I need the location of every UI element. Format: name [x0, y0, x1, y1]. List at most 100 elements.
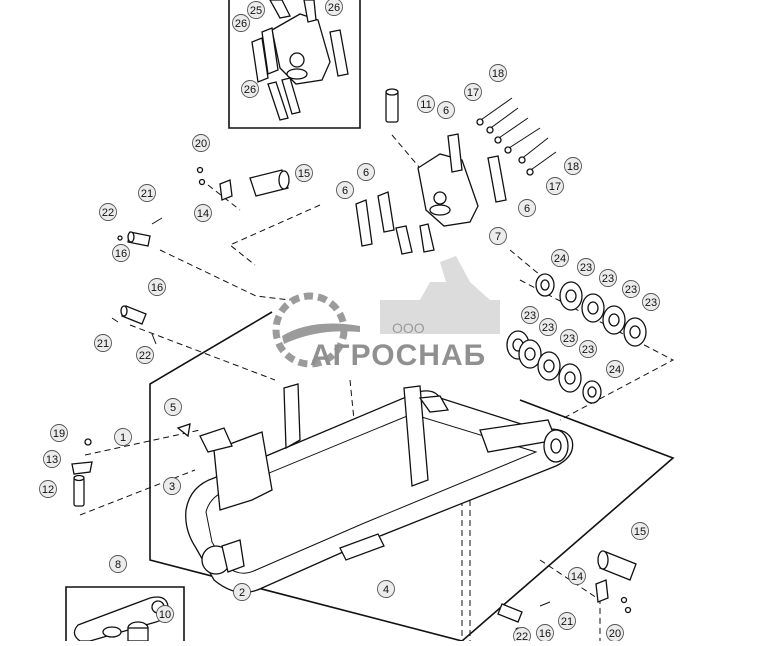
callout-20: 20: [606, 624, 624, 642]
callout-26: 26: [232, 14, 250, 32]
pin-11: [385, 88, 399, 123]
watermark-line1: ООО: [392, 320, 425, 336]
callout-label: 21: [97, 338, 109, 350]
callout-label: 26: [235, 18, 247, 30]
callout-label: 16: [539, 628, 551, 640]
callout-16: 16: [148, 278, 166, 296]
pin-16-lower: [111, 305, 157, 345]
callout-16: 16: [536, 624, 554, 642]
callout-label: 22: [139, 350, 151, 362]
pin-16-upper: [117, 217, 163, 247]
bracket-7: [355, 133, 507, 255]
callout-7: 7: [489, 227, 507, 245]
callout-5: 5: [164, 398, 182, 416]
callout-label: 23: [563, 333, 575, 345]
callout-label: 21: [561, 616, 573, 628]
callout-label: 15: [634, 526, 646, 538]
callout-label: 11: [420, 99, 431, 111]
callout-label: 12: [42, 484, 54, 496]
callout-23: 23: [521, 306, 539, 324]
callout-label: 23: [625, 284, 637, 296]
callout-17: 17: [546, 177, 564, 195]
callout-23: 23: [622, 280, 640, 298]
callout-label: 6: [342, 185, 348, 197]
callout-19: 19: [50, 424, 68, 442]
callout-21: 21: [558, 612, 576, 630]
callout-4: 4: [377, 580, 395, 598]
callout-label: 26: [328, 2, 340, 14]
watermark-logo: ООО АГРОСНАБ: [272, 256, 500, 372]
callout-label: 16: [115, 248, 127, 260]
callout-label: 23: [524, 310, 536, 322]
callout-label: 17: [467, 87, 479, 99]
callout-label: 6: [524, 203, 530, 215]
pin-15-upper: [196, 166, 290, 201]
watermark-line2: АГРОСНАБ: [310, 339, 486, 372]
callout-22: 22: [513, 627, 531, 645]
callout-6: 6: [336, 181, 354, 199]
callout-10: 10: [156, 605, 174, 623]
callout-label: 4: [383, 584, 389, 596]
callout-15: 15: [295, 164, 313, 182]
callout-label: 23: [645, 297, 657, 309]
callout-26: 26: [325, 0, 343, 16]
callout-label: 18: [567, 161, 579, 173]
main-assembly-frame: [149, 311, 463, 642]
callout-26: 26: [241, 80, 259, 98]
callout-23: 23: [642, 293, 660, 311]
callout-label: 20: [195, 138, 207, 150]
callout-label: 23: [602, 273, 614, 285]
callout-25: 25: [247, 1, 265, 19]
callout-label: 6: [443, 105, 449, 117]
bolts-18: [476, 97, 557, 176]
callout-13: 13: [43, 450, 61, 468]
callout-11: 11: [417, 95, 435, 113]
callout-label: 23: [580, 262, 592, 274]
callout-3: 3: [163, 477, 181, 495]
callout-22: 22: [136, 346, 154, 364]
callout-label: 20: [609, 628, 621, 640]
drawbar-frame-1: [176, 383, 574, 594]
callout-23: 23: [599, 269, 617, 287]
callout-16: 16: [112, 244, 130, 262]
callout-23: 23: [539, 318, 557, 336]
callout-label: 22: [102, 207, 114, 219]
callout-1: 1: [114, 428, 132, 446]
callout-6: 6: [518, 199, 536, 217]
callout-label: 14: [571, 571, 583, 583]
pin-12: [71, 438, 93, 507]
callout-2: 2: [233, 583, 251, 601]
callout-22: 22: [99, 203, 117, 221]
callout-23: 23: [560, 329, 578, 347]
callout-label: 26: [244, 84, 256, 96]
callout-21: 21: [94, 334, 112, 352]
callout-18: 18: [489, 64, 507, 82]
callout-label: 23: [582, 344, 594, 356]
callout-18: 18: [564, 157, 582, 175]
callout-label: 1: [120, 432, 126, 444]
callout-20: 20: [192, 134, 210, 152]
callout-label: 23: [542, 322, 554, 334]
callout-label: 18: [492, 68, 504, 80]
callout-label: 24: [609, 364, 621, 376]
callout-21: 21: [138, 184, 156, 202]
callout-8: 8: [109, 555, 127, 573]
callout-23: 23: [579, 340, 597, 358]
callout-label: 17: [549, 181, 561, 193]
callout-label: 8: [115, 559, 121, 571]
callout-label: 7: [495, 231, 501, 243]
callout-label: 21: [141, 188, 153, 200]
callout-label: 24: [554, 253, 566, 265]
callout-label: 6: [363, 167, 369, 179]
callout-label: 13: [46, 454, 58, 466]
callout-label: 25: [250, 5, 262, 17]
callout-24: 24: [551, 249, 569, 267]
callout-label: 19: [53, 428, 65, 440]
callout-label: 16: [151, 282, 163, 294]
pin-15-lower: [497, 550, 637, 633]
shims-23-24: [506, 273, 647, 404]
callout-label: 10: [159, 609, 171, 621]
callout-label: 22: [516, 631, 528, 641]
